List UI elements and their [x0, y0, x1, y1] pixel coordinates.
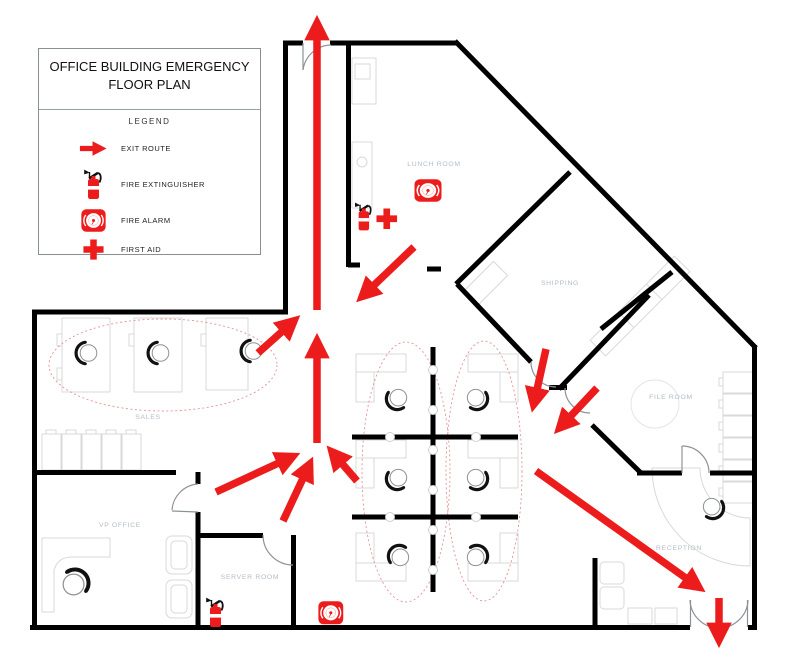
room-label-lunch-room: LUNCH ROOM: [407, 161, 460, 168]
room-label-file-room: FILE ROOM: [649, 394, 693, 401]
evacuation-zones: [48, 318, 523, 603]
room-label-sales: SALES: [135, 414, 160, 421]
sales-desks: [56, 317, 249, 393]
cubicle-chair: [379, 381, 415, 417]
file-room-furniture: [630, 371, 756, 504]
legend-item-first-aid: FIRST AID: [39, 237, 260, 261]
legend-item-label: FIRST AID: [121, 244, 162, 254]
legend-item-label: EXIT ROUTE: [121, 143, 171, 153]
fire-alarm-icon: [317, 600, 344, 625]
plan-title: OFFICE BUILDING EMERGENCY FLOOR PLAN: [39, 58, 260, 93]
fire-alarm-icon: [73, 207, 113, 234]
plan-title-line2: FLOOR PLAN: [108, 76, 191, 92]
vp-office-chair: [56, 563, 96, 603]
room-labels: LUNCH ROOM SHIPPING FILE ROOM SALES VP O…: [99, 161, 702, 581]
sales-zone-ellipse: [48, 318, 278, 412]
file-cabinet-row: [41, 429, 142, 471]
first-aid-icon: [73, 238, 113, 261]
room-label-server-room: SERVER ROOM: [221, 574, 280, 581]
exit-route-arrow: [326, 445, 360, 484]
cubicle-wall-joints: [385, 365, 481, 575]
room-label-shipping: SHIPPING: [541, 280, 579, 287]
north-exit-door: [302, 43, 332, 71]
room-label-vp-office: VP OFFICE: [99, 522, 141, 529]
cubicle-chair: [379, 461, 415, 497]
legend-heading: LEGEND: [128, 117, 171, 126]
fire-extinguisher-icon: [73, 167, 113, 201]
exit-route-arrow: [255, 315, 301, 356]
cubicle-zone-left-ellipse: [361, 341, 451, 603]
exit-route-arrow: [214, 452, 301, 496]
legend-item-fire-alarm: FIRE ALARM: [39, 205, 260, 235]
first-aid-icon: [376, 208, 398, 230]
legend-item-label: FIRE ALARM: [121, 215, 171, 225]
exit-route-arrow: [356, 244, 417, 303]
cubicle-zone-right-ellipse: [445, 340, 523, 602]
plan-title-line1: OFFICE BUILDING EMERGENCY: [49, 59, 250, 74]
reception-desk: [651, 467, 751, 567]
shipping-shelves: [461, 255, 691, 357]
legend-item-label: FIRE EXTINGUISHER: [121, 179, 205, 189]
cubicle-chair: [459, 461, 495, 497]
vp-office-desk: [41, 535, 193, 619]
fire-extinguisher-icon: [204, 596, 224, 629]
vp-office-door: [171, 483, 199, 513]
fire-alarm-icon: [413, 178, 443, 203]
walls: [30, 39, 758, 630]
exit-route-arrow-icon: [73, 140, 113, 157]
cubicle-desks: [355, 353, 519, 582]
exit-route-arrow: [533, 467, 706, 593]
room-label-reception: RECEPTION: [656, 545, 702, 552]
exit-routes: [214, 14, 732, 649]
cubicle-chair: [459, 381, 495, 417]
legend-item-exit-route: EXIT ROUTE: [39, 137, 260, 159]
exit-route-arrow: [279, 456, 314, 523]
legend-divider: [39, 109, 260, 110]
waiting-area-furniture: [599, 561, 678, 625]
legend-item-fire-extinguisher: FIRE EXTINGUISHER: [39, 165, 260, 203]
exit-route-arrow: [553, 385, 600, 434]
server-room-door: [262, 534, 294, 566]
legend-panel: OFFICE BUILDING EMERGENCY FLOOR PLAN LEG…: [38, 48, 261, 260]
exit-route-arrow: [524, 348, 550, 413]
lunch-room-counter: [351, 57, 377, 209]
file-room-door: [681, 445, 710, 474]
doors: [171, 43, 749, 629]
